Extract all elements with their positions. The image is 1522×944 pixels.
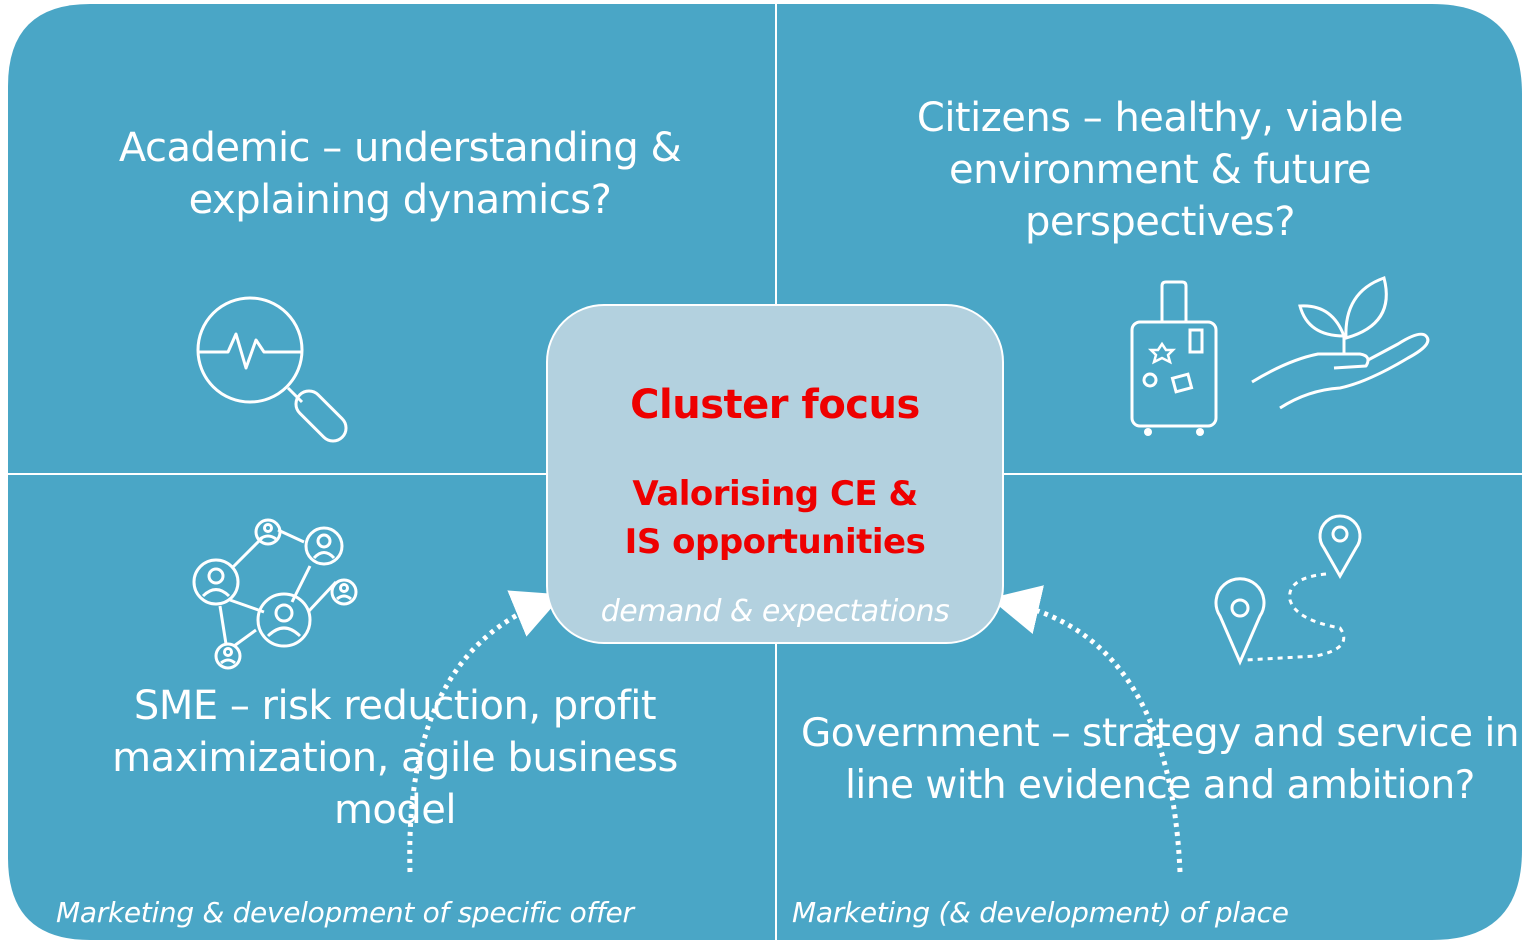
hand-plant-icon	[1251, 276, 1430, 410]
cluster-focus-box: Cluster focus Valorising CE & IS opportu…	[546, 304, 1004, 644]
academic-quadrant-text: Academic – understanding & explaining dy…	[118, 125, 682, 223]
marketing-offer-note: Marketing & development of specific offe…	[56, 896, 634, 929]
government-to-center-arrow	[989, 585, 1183, 873]
cluster-focus-subtitle: Valorising CE & IS opportunities	[624, 474, 926, 562]
sme-to-center-arrow	[407, 590, 564, 873]
marketing-place-note: Marketing (& development) of place	[792, 896, 1289, 929]
government-quadrant-text: Government – strategy and service in lin…	[801, 711, 1520, 808]
citizens-quadrant-text: Citizens – healthy, viable environment &…	[916, 95, 1404, 245]
suitcase-icon	[1130, 280, 1218, 436]
magnifier-pulse-icon	[196, 296, 348, 443]
route-map-pin-icon	[1214, 514, 1362, 666]
demand-expectations-caption: demand & expectations	[600, 594, 950, 629]
cluster-focus-title: Cluster focus	[630, 382, 920, 428]
sme-quadrant-text: SME – risk reduction, profit maximizatio…	[112, 683, 678, 833]
people-network-icon	[192, 518, 358, 670]
